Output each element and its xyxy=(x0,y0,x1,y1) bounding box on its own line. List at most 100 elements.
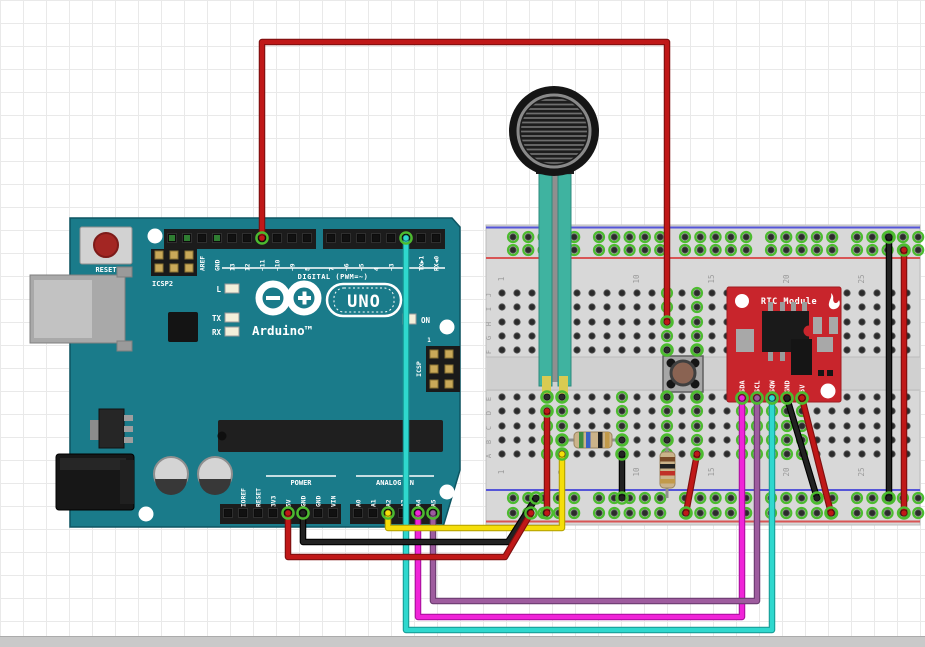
breadboard-hole xyxy=(708,436,716,444)
wire-gnd-to-rail[interactable] xyxy=(299,494,540,546)
wires[interactable] xyxy=(258,38,908,634)
connected-hole-ring xyxy=(740,243,753,257)
connected-hole-ring xyxy=(592,243,606,257)
breadboard-hole xyxy=(727,494,735,502)
pad-dot xyxy=(693,346,701,354)
breadboard-hole xyxy=(813,509,821,517)
connected-hole-ring xyxy=(678,243,692,257)
pad-ring xyxy=(381,506,395,520)
shape xyxy=(355,510,361,516)
breadboard-hole xyxy=(513,318,521,326)
icsp2-pin xyxy=(184,250,194,260)
pad-dot xyxy=(827,509,835,517)
rtc-mounting-hole xyxy=(735,294,749,308)
breadboard-hole xyxy=(693,436,701,444)
breadboard-hole xyxy=(742,233,750,241)
pushbutton-cap[interactable] xyxy=(669,359,697,387)
row-letter: I xyxy=(485,307,493,311)
pad-ring xyxy=(615,447,629,461)
connected-hole-ring xyxy=(592,230,606,244)
icsp2-pin xyxy=(169,263,179,273)
pad-dot xyxy=(618,450,626,458)
wire-a4-to-rtc-sda[interactable] xyxy=(414,394,746,621)
shape xyxy=(184,235,190,241)
pad-ring xyxy=(882,230,896,244)
wire-pin11-to-button[interactable] xyxy=(258,38,671,326)
breadboard-hole xyxy=(693,422,701,430)
wire-rtc-5v-to-rail[interactable] xyxy=(798,394,835,517)
breadboard-hole xyxy=(633,436,641,444)
breadboard-hole xyxy=(813,422,821,430)
fsr-leg xyxy=(557,173,572,387)
breadboard-hole xyxy=(708,289,716,297)
wire-a2-to-fsr-divider[interactable] xyxy=(384,450,566,532)
pad-dot xyxy=(558,450,566,458)
breadboard-hole xyxy=(708,346,716,354)
icsp2-pin xyxy=(154,263,164,273)
shape xyxy=(802,302,807,311)
pin-label: 3V3 xyxy=(271,495,278,507)
atmega-chip[interactable] xyxy=(218,420,443,452)
breadboard-hole xyxy=(610,246,618,254)
breadboard-hole xyxy=(782,494,790,502)
breadboard-hole xyxy=(603,303,611,311)
shape xyxy=(330,510,336,516)
breadboard-hole xyxy=(528,303,536,311)
rtc-title: RTC Module xyxy=(761,297,817,307)
breadboard-hole xyxy=(603,450,611,458)
connected-hole-ring xyxy=(881,506,894,520)
breadboard-hole xyxy=(868,233,876,241)
wire-rtc-gnd-to-rail[interactable] xyxy=(783,394,821,502)
connected-hole-ring xyxy=(866,230,879,244)
connected-hole-ring xyxy=(709,506,722,520)
shape xyxy=(214,235,220,241)
reset-button-cap[interactable] xyxy=(93,232,119,258)
column-number: 10 xyxy=(632,467,641,477)
connection-pads xyxy=(255,230,911,520)
breadboard-hole xyxy=(858,422,866,430)
wire-button-to-positive-rail[interactable] xyxy=(682,450,701,517)
breadboard-hole xyxy=(513,346,521,354)
shape xyxy=(315,510,321,516)
pin-label: GND xyxy=(215,259,222,271)
breadboard-hole xyxy=(648,303,656,311)
connected-hole-ring xyxy=(795,506,808,520)
breadboard-hole xyxy=(678,422,686,430)
shape xyxy=(244,235,250,241)
breadboard-hole xyxy=(712,246,720,254)
breadboard-hole xyxy=(782,246,790,254)
breadboard-hole xyxy=(708,393,716,401)
breadboard-hole xyxy=(528,318,536,326)
wire-5v-to-rail[interactable] xyxy=(284,509,535,561)
breadboard-hole xyxy=(678,289,686,297)
connected-hole-ring xyxy=(623,243,636,257)
connected-hole-ring xyxy=(810,243,824,257)
connected-hole-ring xyxy=(850,506,864,520)
connected-hole-ring xyxy=(654,491,667,505)
breadboard-hole xyxy=(873,450,881,458)
connected-hole-ring xyxy=(608,230,621,244)
pin-label: 12 xyxy=(245,263,252,271)
pad-ring xyxy=(540,506,554,520)
breadboard-hole xyxy=(843,436,851,444)
fsr-leg-tip xyxy=(559,376,568,394)
pad-ring xyxy=(765,391,779,405)
fsr-sensor[interactable] xyxy=(509,86,599,394)
breadboard-hole xyxy=(783,450,791,458)
shape xyxy=(60,458,126,470)
connected-hole-ring xyxy=(764,230,778,244)
pad-ring xyxy=(540,404,554,418)
pad-ring xyxy=(660,343,674,357)
discrete-components[interactable] xyxy=(562,355,704,498)
wire-pin2-to-rtc-sqw[interactable] xyxy=(402,234,776,634)
breadboard-hole xyxy=(633,407,641,415)
breadboard-hole xyxy=(513,450,521,458)
breadboard-hole xyxy=(618,289,626,297)
breadboard-hole xyxy=(528,407,536,415)
connected-hole-ring xyxy=(850,243,864,257)
connected-hole-ring xyxy=(623,506,636,520)
breadboard-hole xyxy=(858,303,866,311)
